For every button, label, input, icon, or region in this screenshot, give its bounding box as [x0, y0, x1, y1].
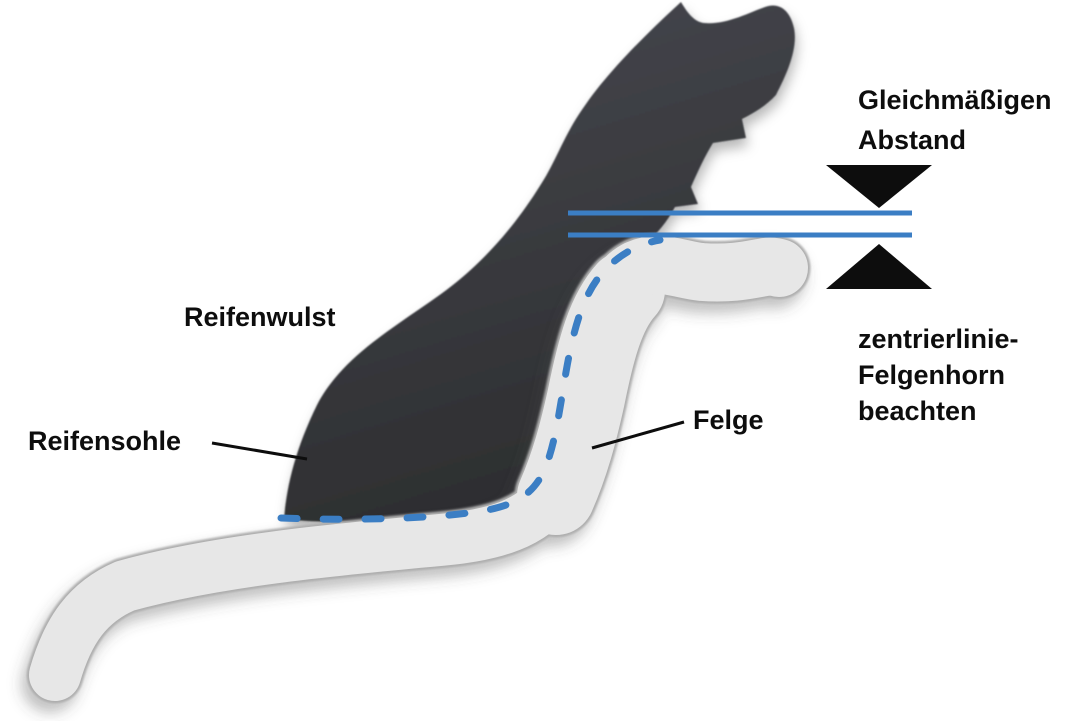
- arrow-up-icon: [826, 244, 932, 289]
- label-zentrierlinie-felgenhorn: zentrierlinie- Felgenhorn beachten: [858, 321, 1019, 429]
- leader-line-felge: [591, 420, 685, 450]
- tire-cross-section: [284, 2, 795, 523]
- arrow-down-icon: [826, 165, 932, 208]
- label-reifensohle: Reifensohle: [28, 426, 182, 456]
- label-reifenwulst: Reifenwulst: [184, 302, 336, 332]
- label-felge: Felge: [693, 405, 764, 435]
- rim-cross-section: [26, 233, 811, 704]
- label-gleichmassigen-abstand: Gleichmäßigen Abstand: [858, 80, 1052, 160]
- bead-contour-dashed-line: [277, 236, 664, 523]
- label-zentrierlinie-line3: beachten: [858, 396, 977, 426]
- label-zentrierlinie-line1: zentrierlinie-: [858, 324, 1019, 354]
- label-zentrierlinie-line2: Felgenhorn: [858, 360, 1005, 390]
- label-gleichmassigen-abstand-line2: Abstand: [858, 125, 966, 155]
- label-gleichmassigen-abstand-line1: Gleichmäßigen: [858, 85, 1052, 115]
- leader-line-reifensohle: [211, 441, 308, 461]
